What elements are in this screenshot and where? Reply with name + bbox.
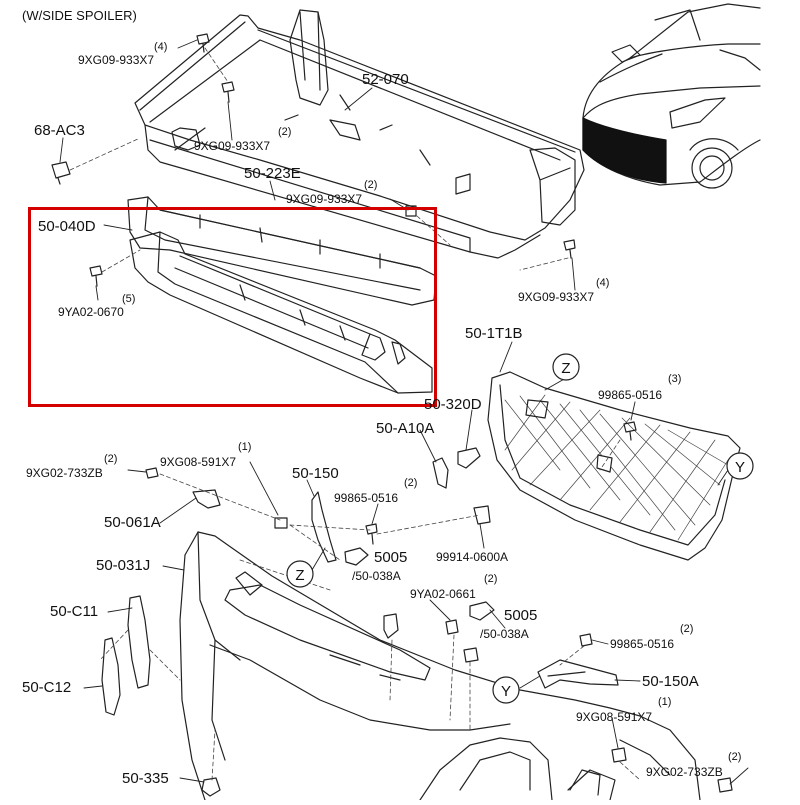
qty-9XG08-591X7-b: (1): [658, 696, 672, 708]
part-9XG09-933X7-d: 9XG09-933X7: [518, 290, 595, 304]
part-50-223E: 50-223E: [244, 165, 301, 182]
part-50-061A: 50-061A: [104, 514, 161, 531]
side-parts: [101, 447, 619, 797]
diagram-header: (W/SIDE SPOILER): [22, 8, 137, 23]
qty-99865-0516-c: (2): [680, 623, 694, 635]
part-50-A10A: 50-A10A: [376, 420, 435, 437]
highlight-box: [28, 207, 437, 407]
part-50-320D: 50-320D: [424, 396, 482, 413]
part-50-1T1B: 50-1T1B: [465, 325, 523, 342]
bumper-50-031J: [179, 531, 701, 801]
qty-9XG09-933X7-c: (2): [364, 179, 378, 191]
part-5005-a: 5005: [374, 549, 408, 566]
part-9XG09-933X7-c: 9XG09-933X7: [286, 192, 363, 206]
part-50-C12: 50-C12: [22, 679, 72, 696]
part-99914-0600A: 99914-0600A: [436, 550, 509, 564]
part-99865-0516-a: 99865-0516: [598, 388, 663, 402]
qty-9XG09-933X7-d: (4): [596, 277, 610, 289]
part-9YA02-0670: 9YA02-0670: [58, 305, 124, 319]
absorber-50-040D: [129, 231, 433, 394]
part-99865-0516-c: 99865-0516: [610, 637, 675, 651]
qty-9XG09-933X7-b: (2): [278, 126, 292, 138]
qty-99865-0516-a: (3): [668, 373, 682, 385]
qty-9XG09-933X7-a: (4): [154, 41, 168, 53]
part-50-038A-a: /50-038A: [352, 569, 401, 583]
callout-circles: [286, 353, 754, 704]
part-9XG08-591X7-b: 9XG08-591X7: [576, 710, 653, 724]
callout-z-top: Z: [561, 360, 570, 377]
qty-9XG02-733ZB-b: (2): [728, 751, 742, 763]
part-9XG09-933X7-b: 9XG09-933X7: [194, 139, 271, 153]
part-50-150A: 50-150A: [642, 673, 699, 690]
part-9XG08-591X7-a: 9XG08-591X7: [160, 455, 237, 469]
dashed-lines: [69, 47, 641, 781]
qty-9XG08-591X7-a: (1): [238, 441, 252, 453]
grille-50-1T1B: [487, 371, 741, 561]
callout-y-bottom: Y: [501, 683, 511, 700]
qty-9YA02-0661: (2): [484, 573, 498, 585]
part-99865-0516-b: 99865-0516: [334, 491, 399, 505]
qty-99865-0516-b: (2): [404, 477, 418, 489]
part-9YA02-0661: 9YA02-0661: [410, 587, 476, 601]
part-50-335: 50-335: [122, 770, 169, 787]
part-5005-b: 5005: [504, 607, 538, 624]
part-9XG09-933X7-a: 9XG09-933X7: [78, 53, 155, 67]
fasteners: [51, 33, 733, 793]
part-50-150: 50-150: [292, 465, 339, 482]
part-50-C11: 50-C11: [50, 603, 99, 620]
qty-9XG02-733ZB-a: (2): [104, 453, 118, 465]
part-52-070: 52-070: [362, 71, 409, 88]
part-50-031J: 50-031J: [96, 557, 151, 574]
part-50-040D: 50-040D: [38, 218, 96, 235]
callout-z-left: Z: [295, 567, 304, 584]
callout-y-right: Y: [735, 459, 745, 476]
part-50-038A-b: /50-038A: [480, 627, 529, 641]
car-thumbnail: [582, 3, 761, 189]
part-68-AC3: 68-AC3: [34, 122, 85, 139]
part-9XG02-733ZB-a: 9XG02-733ZB: [26, 466, 103, 480]
qty-9YA02-0670: (5): [122, 293, 136, 305]
part-9XG02-733ZB-b: 9XG02-733ZB: [646, 765, 723, 779]
